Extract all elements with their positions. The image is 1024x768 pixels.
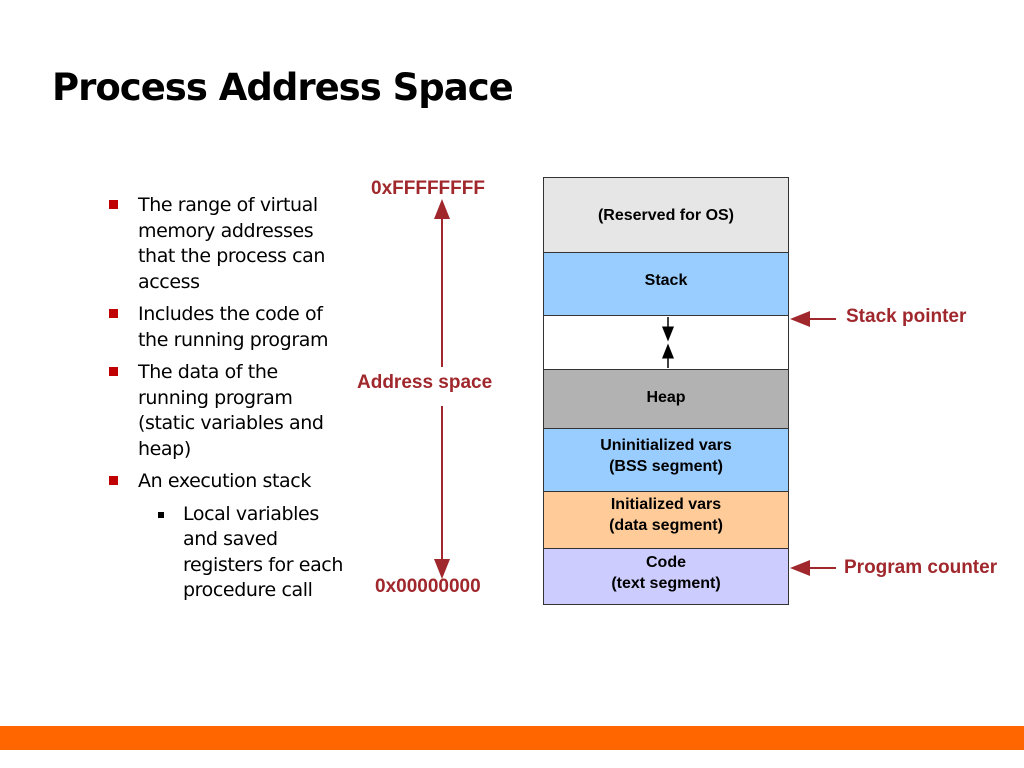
segment-label-line1: Initialized vars bbox=[610, 496, 722, 513]
bullet-list: The range of virtual memory addresses th… bbox=[105, 193, 350, 604]
segment-label: (Reserved for OS) bbox=[597, 207, 735, 224]
stack-pointer-label: Stack pointer bbox=[846, 306, 967, 327]
sub-bullet-square-icon bbox=[158, 511, 164, 518]
segment-label: Heap bbox=[646, 389, 686, 406]
sub-bullet-item: Local variables and saved registers for … bbox=[105, 502, 350, 604]
bullet-text: The range of virtual memory addresses th… bbox=[138, 194, 326, 293]
bullet-text: The data of the running program (static … bbox=[138, 361, 324, 460]
segment-label: Stack bbox=[644, 272, 688, 289]
bullet-square-icon bbox=[109, 476, 118, 485]
segment-label-line1: Code bbox=[646, 554, 686, 571]
top-address-label: 0xFFFFFFFF bbox=[371, 178, 485, 199]
bullet-text: An execution stack bbox=[138, 470, 311, 492]
segment-label-line2: (BSS segment) bbox=[609, 458, 723, 475]
bottom-address-label: 0x00000000 bbox=[375, 576, 481, 597]
segment-data: Initialized vars (data segment) bbox=[543, 491, 789, 549]
bullet-item: Includes the code of the running program bbox=[105, 302, 350, 353]
bullet-square-icon bbox=[109, 200, 118, 209]
bullet-item: The range of virtual memory addresses th… bbox=[105, 193, 350, 295]
segment-label-line2: (data segment) bbox=[609, 517, 723, 534]
program-counter-label: Program counter bbox=[844, 557, 998, 578]
segment-label-line1: Uninitialized vars bbox=[600, 437, 732, 454]
slide-title: Process Address Space bbox=[52, 66, 514, 109]
bullet-item: An execution stack bbox=[105, 469, 350, 495]
bullet-square-icon bbox=[109, 309, 118, 318]
segment-stack: Stack bbox=[543, 252, 789, 316]
segment-heap: Heap bbox=[543, 369, 789, 429]
address-space-label: Address space bbox=[357, 372, 493, 393]
segment-bss: Uninitialized vars (BSS segment) bbox=[543, 428, 789, 492]
sub-bullet-text: Local variables and saved registers for … bbox=[183, 502, 343, 602]
bullet-item: The data of the running program (static … bbox=[105, 360, 350, 462]
bullet-text: Includes the code of the running program bbox=[138, 303, 329, 351]
segment-label-line2: (text segment) bbox=[611, 575, 721, 592]
footer-bar bbox=[0, 726, 1024, 750]
segment-text: Code (text segment) bbox=[543, 548, 789, 605]
segment-reserved-os: (Reserved for OS) bbox=[543, 177, 789, 253]
bullet-square-icon bbox=[109, 367, 118, 376]
